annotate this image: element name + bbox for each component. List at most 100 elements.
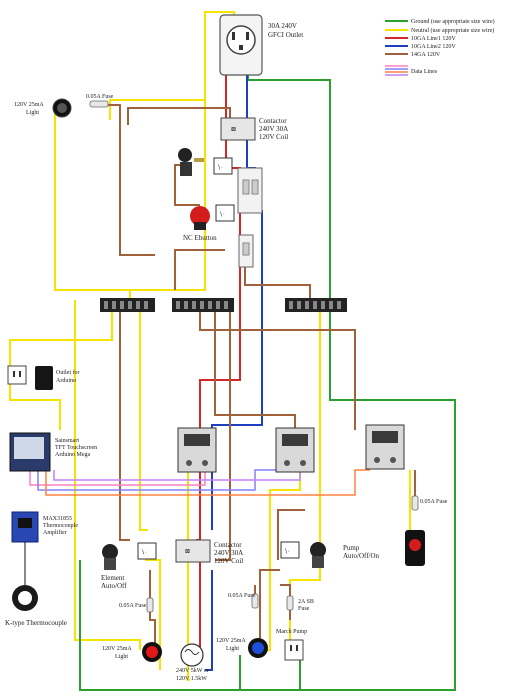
gfci-outlet: 30A 240V GFCI Outlet — [219, 14, 303, 76]
contactor-bottom-label-2: 240V 30A — [214, 549, 243, 557]
line2-wire — [211, 210, 263, 530]
top-fuse-label: 0.05A Fuse — [86, 94, 114, 100]
bottom-blue-light-label-1: 120V 25mA — [216, 638, 246, 644]
data-lines — [29, 469, 370, 496]
14ga-wire — [244, 262, 311, 300]
14ga-wire — [199, 310, 356, 430]
14ga-wire — [149, 570, 156, 645]
legend-label: 14GA 120V — [411, 52, 441, 58]
14ga-wire — [215, 310, 231, 561]
legend: Ground (use appropriate size wire) Neutr… — [385, 18, 495, 76]
bottom-blue-light-label-2: Light — [226, 646, 239, 652]
legend-label: Data Lines — [411, 69, 438, 75]
march-pump-outlet: March Pump — [276, 629, 307, 661]
legend-item-line2: 10GA Line2 120V — [385, 44, 456, 50]
max-label-3: Amplifier — [43, 529, 67, 536]
wires — [9, 11, 456, 691]
14ga-wire — [277, 509, 305, 560]
svg-text:∖·: ∖· — [217, 165, 223, 171]
thermocouple-amplifier: MAX31855 Thermocouple Amplifier — [11, 511, 78, 543]
gfci-label-line1: 30A 240V — [268, 22, 297, 30]
breaker-pair — [237, 167, 263, 214]
element-switch-label-1: Element — [101, 574, 124, 582]
contactor-bottom-label-3: 120V Coil — [214, 557, 243, 565]
neutral-wire — [139, 310, 148, 531]
legend-item-14ga: 14GA 120V — [385, 52, 441, 58]
14ga-wire — [174, 249, 225, 290]
march-pump-label: March Pump — [276, 629, 307, 635]
neutral-wire — [109, 11, 235, 120]
pump-switch-label-2: Auto/Off/On — [343, 552, 380, 560]
svg-text:⊠: ⊠ — [185, 549, 190, 555]
14ga-wire — [214, 310, 296, 430]
thermocouple: K-type Thermocouple — [5, 542, 67, 627]
bottom-red-light-label-2: Light — [115, 654, 128, 660]
heating-element: 240V 5kW or 120V 1.5kW — [176, 643, 209, 682]
right-fuse: 0.05A Fuse — [411, 495, 448, 511]
fuse-sb-label-1: 2A SB — [298, 599, 314, 605]
legend-label: Ground (use appropriate size wire) — [411, 18, 495, 25]
top-light-label-2: Light — [26, 110, 39, 116]
right-light — [405, 530, 425, 566]
contactor-top-label-3: 120V Coil — [259, 133, 288, 141]
fuse-left-bottom: 0.05A Fuse — [119, 597, 154, 613]
arduino-outlet-label-1: Outlet for — [56, 369, 80, 376]
element-label-2: 120V 1.5kW — [176, 676, 207, 682]
gfci-label-line2: GFCI Outlet — [268, 31, 303, 39]
terminal-strip-right — [285, 298, 347, 312]
touchscreen-label-1: Sainsmart — [55, 438, 79, 444]
fuse-mid-bottom-label: 0.05A Fuse — [228, 593, 256, 599]
bottom-red-light-label-1: 120V 25mA — [102, 646, 132, 652]
neutral-wire — [54, 100, 206, 291]
top-light: 120V 25mA Light — [14, 98, 72, 118]
contactor-mark: ⊠ — [231, 127, 236, 133]
terminal-strip-middle — [172, 298, 234, 312]
bottom-red-light: 120V 25mA Light — [102, 642, 162, 662]
element-switch-label-2: Auto/Off — [101, 582, 127, 590]
svg-text:∖·: ∖· — [219, 212, 225, 218]
neutral-wire — [74, 300, 141, 650]
legend-label: 10GA Line2 120V — [411, 44, 456, 50]
14ga-wire — [259, 569, 280, 650]
14ga-wire — [108, 104, 155, 256]
14ga-wire — [127, 107, 231, 125]
contactor-bottom-label-1: Contactor — [214, 541, 242, 549]
arduino-outlet-label-2: Arduino — [56, 378, 76, 384]
ssr-right — [365, 424, 405, 470]
small-breaker — [238, 234, 254, 268]
14ga-wire — [119, 310, 130, 541]
line1-wire — [199, 210, 241, 430]
ssr-left — [177, 427, 217, 473]
thermocouple-label: K-type Thermocouple — [5, 619, 67, 627]
fuse-left-bottom-label: 0.05A Fuse — [119, 603, 147, 609]
max-label-1: MAX31855 — [43, 516, 72, 522]
contactor-top-label-2: 240V 30A — [259, 125, 288, 133]
svg-text:∖·: ∖· — [141, 550, 147, 556]
element-label-1: 240V 5kW or — [176, 668, 209, 674]
fuse-sb-label-2: Fuse — [298, 606, 310, 612]
legend-item-ground: Ground (use appropriate size wire) — [385, 18, 495, 25]
fuse-sb: 2A SB Fuse — [286, 595, 314, 612]
legend-item-data-lines: Data Lines — [385, 65, 438, 76]
estop-button: ∖· NC Ebutton — [183, 204, 235, 242]
element-switch: ∖· Element Auto/Off — [101, 542, 157, 590]
top-fuse: 0.05A Fuse — [86, 94, 114, 108]
terminal-strip-left — [100, 298, 155, 312]
legend-label: Neutral (use appropriate size wire) — [411, 27, 494, 34]
svg-text:∖·: ∖· — [284, 549, 290, 555]
ground-wire — [79, 75, 456, 691]
fuse-mid-bottom: 0.05A Fuse — [228, 593, 259, 609]
ssr-middle — [275, 427, 315, 473]
arduino-outlet: Outlet for Arduino — [7, 365, 80, 390]
ebutton-label: NC Ebutton — [183, 234, 217, 242]
touchscreen-label-3: Arduino Mega — [55, 452, 90, 458]
key-switch: ∖· — [178, 148, 233, 176]
max-label-2: Thermocouple — [43, 523, 78, 529]
pump-switch-label-1: Pump — [343, 544, 360, 552]
bottom-blue-light: 120V 25mA Light — [216, 638, 268, 658]
right-fuse-label: 0.05A Fuse — [420, 499, 448, 505]
legend-item-neutral: Neutral (use appropriate size wire) — [385, 27, 494, 34]
neutral-wire — [145, 559, 161, 670]
line1-wire — [196, 560, 201, 651]
